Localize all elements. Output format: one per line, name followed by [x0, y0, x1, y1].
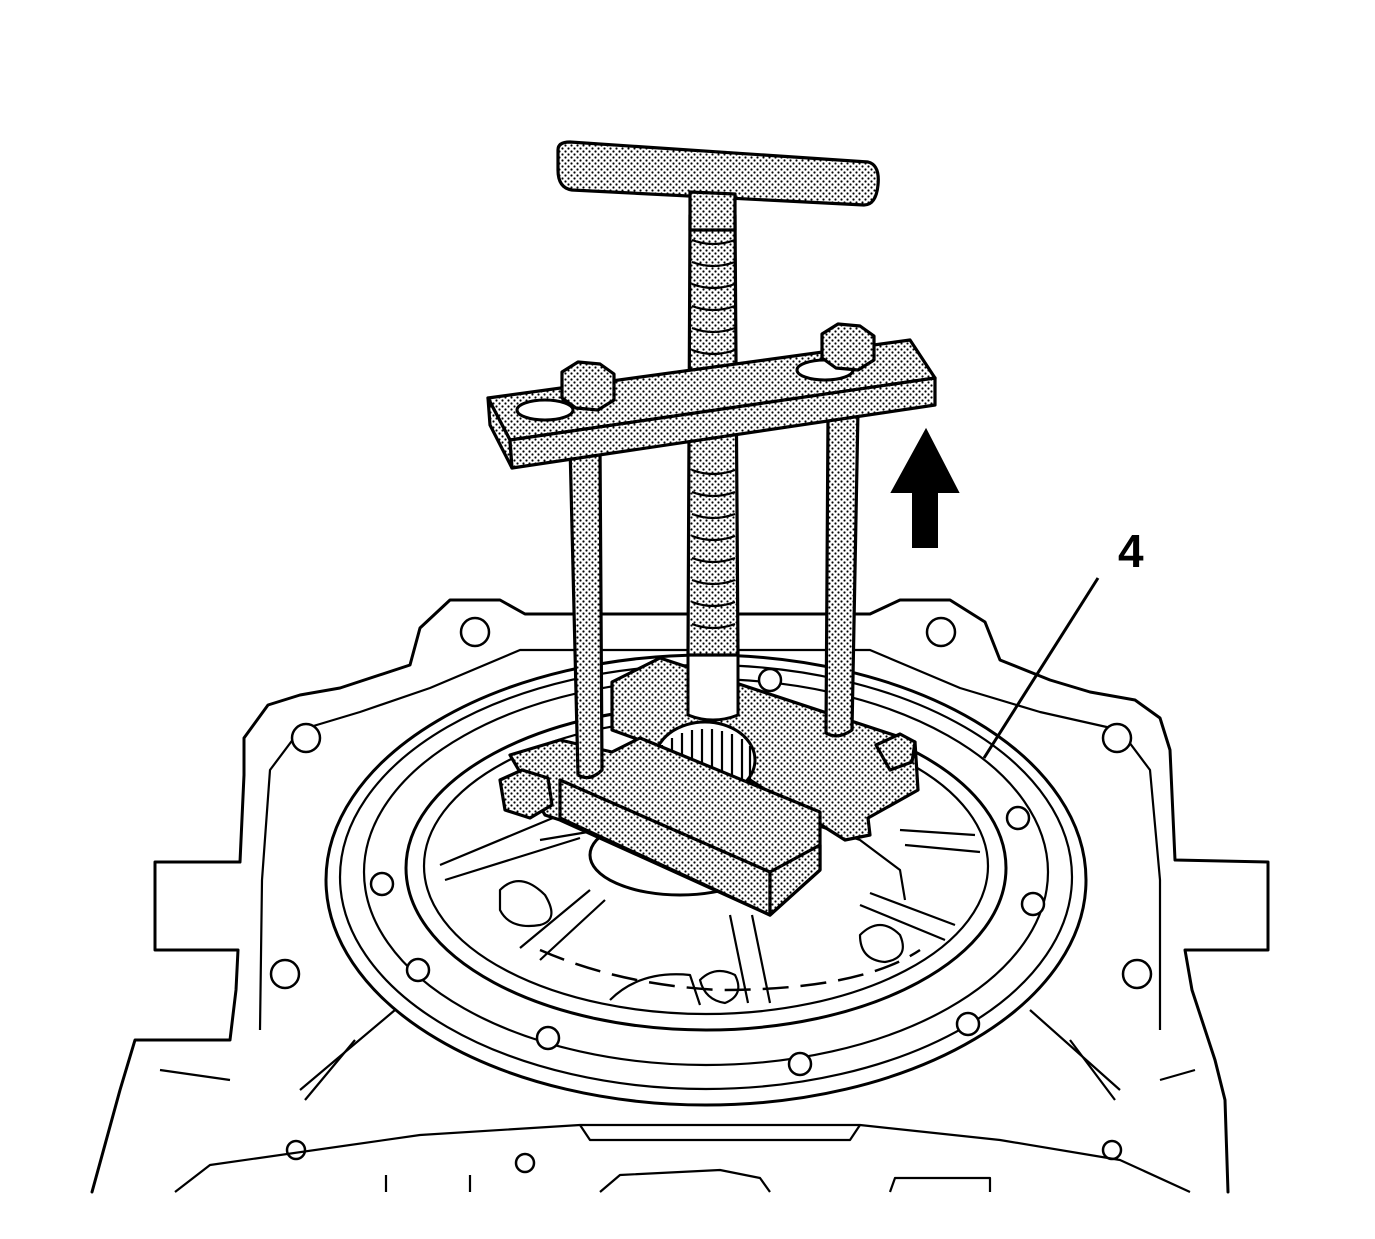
- pump-bolt-hole: [1020, 891, 1046, 917]
- flange-bolt-hole: [459, 616, 491, 648]
- pump-bolt-hole: [369, 871, 395, 897]
- flange-bolt-hole: [1101, 722, 1133, 754]
- callout-label: 4: [1118, 525, 1144, 577]
- pump-bolt-hole: [787, 1051, 813, 1077]
- puller-right-leg: [824, 408, 860, 738]
- pump-bolt-hole: [405, 957, 431, 983]
- callout-leader-line: [982, 577, 1100, 759]
- forcing-screw-tip: [686, 648, 740, 722]
- transmission-housing: [90, 598, 1270, 1194]
- flange-bolt-hole: [1121, 958, 1153, 990]
- flange-bolt-hole: [285, 1139, 307, 1161]
- flange-bolt-hole: [514, 1152, 536, 1174]
- t-handle: [556, 140, 880, 207]
- puller-left-leg: [568, 443, 604, 780]
- crossbar-nut-left: [560, 360, 616, 412]
- pump-bolt-hole: [1005, 805, 1031, 831]
- pump-bolt-hole: [955, 1011, 981, 1037]
- flange-bolt-hole: [269, 958, 301, 990]
- flange-bolt-hole: [1101, 1139, 1123, 1161]
- pump-bolt-hole: [535, 1025, 561, 1051]
- flange-bolt-hole: [290, 722, 322, 754]
- puller-tool: [486, 140, 937, 917]
- callout-4: 4: [982, 525, 1144, 759]
- up-arrow-icon: [890, 427, 960, 548]
- flange-bolt-hole: [925, 616, 957, 648]
- pump-bolt-hole: [757, 667, 783, 693]
- crossbar-nut-right: [820, 322, 876, 372]
- jaw-bolt-icon: [498, 768, 554, 820]
